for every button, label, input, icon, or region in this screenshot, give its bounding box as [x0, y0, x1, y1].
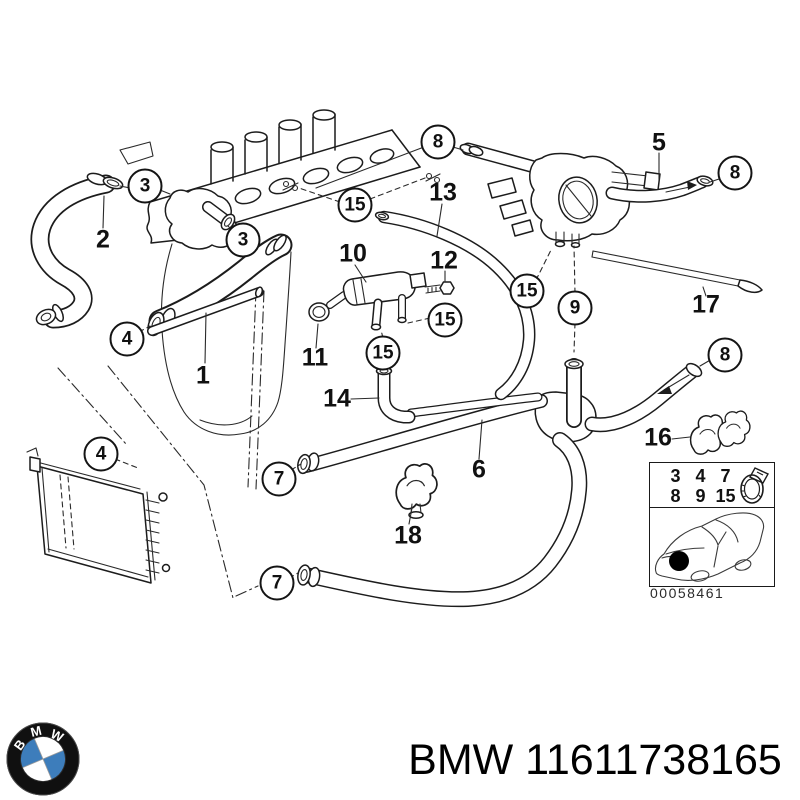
callout-circle-4: 4	[109, 321, 145, 357]
callout-circle-3: 3	[225, 222, 261, 258]
car-location-thumbnail	[652, 510, 770, 587]
legend-number-15: 15	[715, 486, 736, 506]
callout-label-18: 18	[394, 521, 422, 550]
callout-label-1: 1	[196, 361, 210, 390]
callout-label-14: 14	[323, 384, 351, 413]
throttle-body	[529, 152, 661, 249]
legend-number-9: 9	[695, 486, 706, 506]
clip-18	[395, 462, 438, 519]
callout-circle-15: 15	[509, 273, 545, 309]
head-fittings	[282, 172, 441, 192]
svg-text:M: M	[29, 723, 43, 740]
radiator	[26, 447, 171, 584]
callout-circle-7: 7	[261, 461, 297, 497]
water-pipe-6	[297, 358, 597, 475]
callout-circle-4: 4	[83, 436, 119, 472]
hose-14	[375, 366, 416, 424]
callout-circle-9: 9	[557, 290, 593, 326]
callout-label-5: 5	[652, 128, 666, 157]
legend-number-8: 8	[670, 486, 681, 506]
callout-circle-15: 15	[365, 335, 401, 371]
strap-17	[591, 250, 763, 294]
callout-label-11: 11	[301, 343, 329, 372]
part-location-dot	[669, 551, 689, 571]
legend-divider	[650, 507, 774, 508]
hose-8-lower	[584, 362, 703, 433]
callout-circle-8: 8	[707, 337, 743, 373]
bmw-roundel-quadrants	[19, 736, 66, 782]
hose-clamp-icon	[736, 465, 772, 512]
bmw-logo: B M W	[5, 721, 81, 800]
hose-7-lower	[297, 432, 588, 608]
legend-number-3: 3	[670, 466, 681, 486]
water-valve-10	[308, 271, 427, 331]
callout-label-10: 10	[339, 239, 367, 268]
callout-circle-8: 8	[420, 124, 456, 160]
intake-flange-parts	[487, 177, 534, 237]
gasket-ring-11	[308, 302, 330, 322]
diagram-code: 00058461	[650, 585, 725, 601]
legend-number-7: 7	[720, 466, 731, 486]
thermostat-housing	[164, 187, 239, 250]
bolt-12	[424, 281, 455, 295]
hose-5	[605, 175, 714, 203]
callout-circle-15: 15	[337, 187, 373, 223]
callout-label-16: 16	[644, 423, 672, 452]
callout-circle-15: 15	[427, 302, 463, 338]
callout-label-13: 13	[429, 178, 457, 207]
clips-16	[689, 410, 751, 455]
legend-number-4: 4	[695, 466, 706, 486]
callout-circle-7: 7	[259, 565, 295, 601]
part-number-title: BMW 11611738165	[408, 736, 782, 784]
hose-1	[147, 233, 293, 337]
boundary-lines	[57, 289, 265, 599]
callout-label-12: 12	[430, 246, 458, 275]
callout-circle-8: 8	[717, 155, 753, 191]
hose-2	[30, 172, 124, 329]
callout-label-17: 17	[692, 290, 720, 319]
callout-label-2: 2	[96, 225, 110, 254]
callout-label-6: 6	[472, 455, 486, 484]
callout-circle-3: 3	[127, 168, 163, 204]
